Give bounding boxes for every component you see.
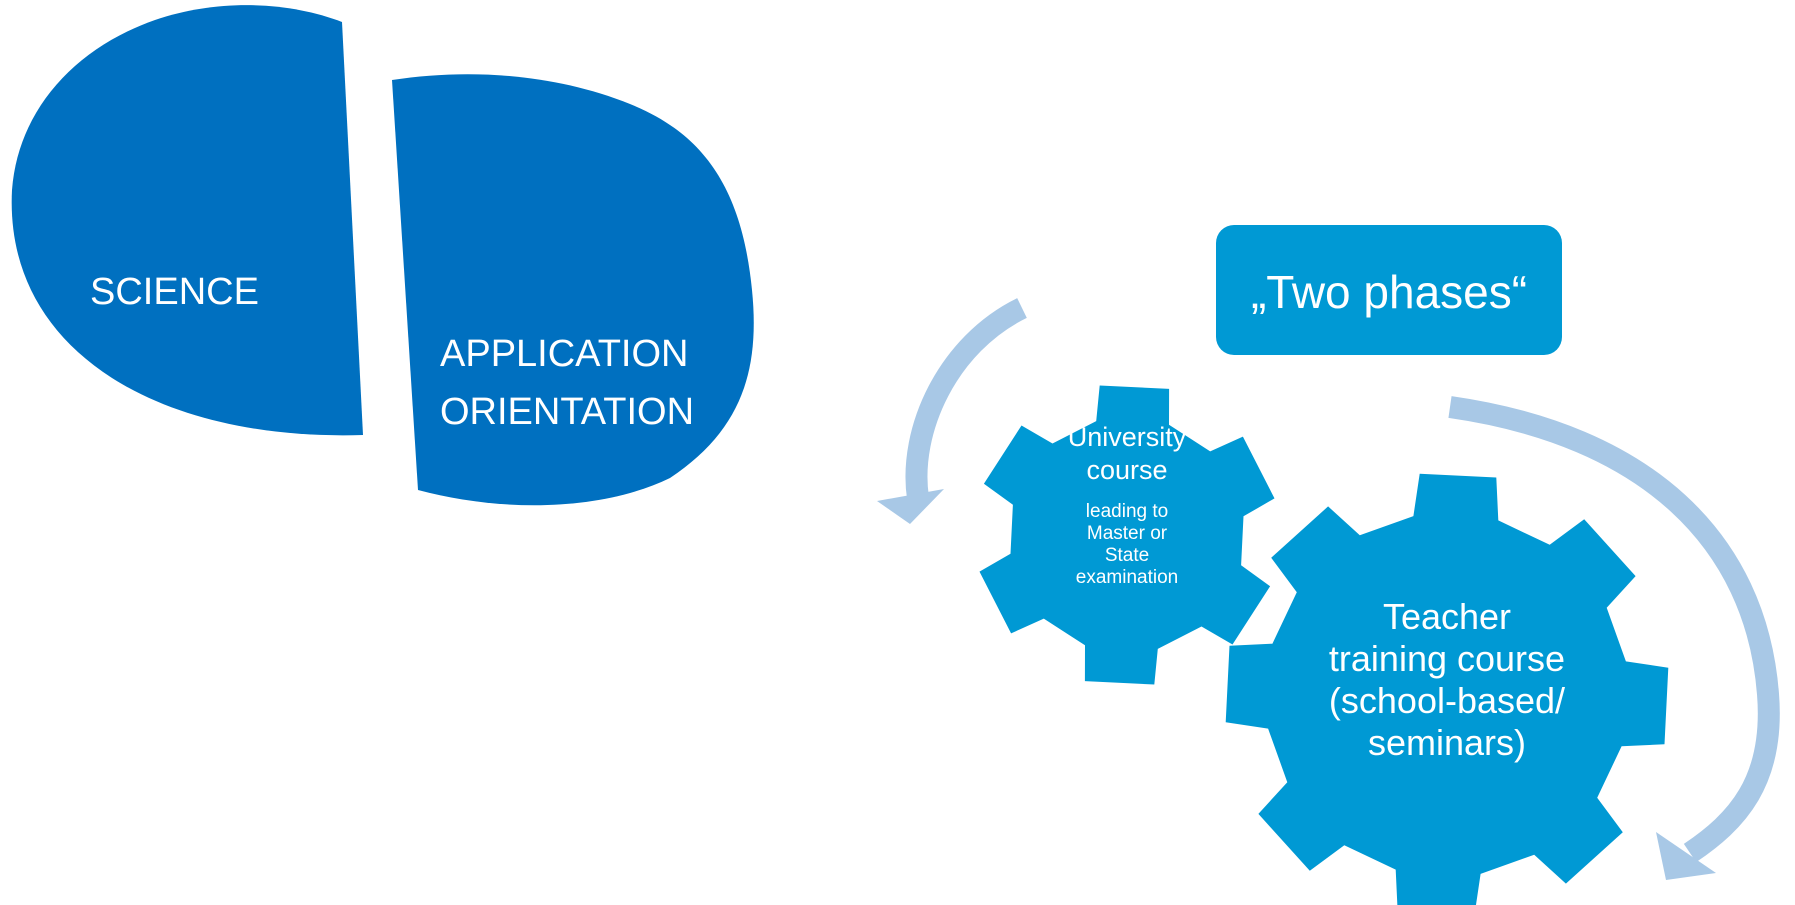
science-label: SCIENCE	[90, 271, 259, 313]
application-label-line1: APPLICATION	[440, 333, 688, 375]
university-course-title-line2: course	[1086, 455, 1167, 485]
university-course-text: University course leading to Master or S…	[1068, 422, 1187, 588]
university-course-title-line1: University	[1068, 422, 1187, 452]
application-label-line2: ORIENTATION	[440, 391, 694, 433]
curved-arrow-icon	[877, 298, 1028, 524]
cycle-arrows	[877, 298, 1780, 880]
two-phases-banner: „Two phases“	[1216, 225, 1562, 355]
gear-icon	[1225, 473, 1669, 905]
teacher-training-line2: training course	[1329, 638, 1565, 679]
university-course-detail-line3: State	[1105, 545, 1149, 566]
application-orientation-shape	[392, 74, 754, 506]
teacher-training-text: Teacher training course (school-based/ s…	[1329, 596, 1565, 763]
teacher-training-line4: seminars)	[1368, 722, 1526, 763]
university-course-detail-line1: leading to	[1086, 501, 1168, 522]
university-course-detail-line2: Master or	[1087, 523, 1168, 544]
gears	[979, 385, 1669, 905]
science-shape	[11, 5, 363, 436]
university-course-detail-line4: examination	[1076, 567, 1178, 588]
curved-arrow-icon	[1448, 396, 1780, 880]
teacher-training-line1: Teacher	[1383, 596, 1511, 637]
two-phases-label: „Two phases“	[1251, 266, 1527, 318]
gear-icon	[979, 385, 1275, 685]
science-application-graphic: SCIENCE APPLICATION ORIENTATION	[11, 5, 754, 506]
teacher-training-line3: (school-based/	[1329, 680, 1565, 721]
